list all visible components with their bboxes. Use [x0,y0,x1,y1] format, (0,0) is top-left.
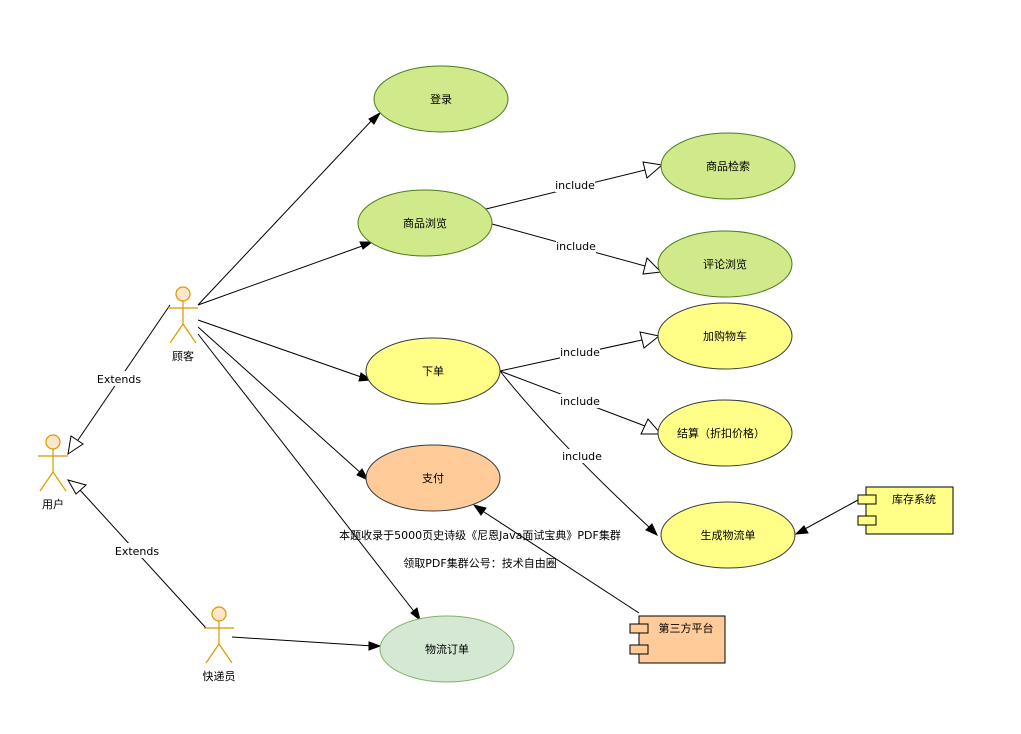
arrowhead-browse [359,241,374,250]
usecase-checkout[interactable] [657,399,793,467]
arrowhead-include-cart [639,331,661,349]
arrowhead-include-review [642,257,663,275]
label-bg [96,371,142,386]
usecase-delivery[interactable] [379,615,515,683]
arrowhead-include-checkout [640,418,663,435]
edge-customer-order [197,319,365,379]
edge-thirdparty-pay [480,509,640,614]
usecase-logistics-order[interactable] [660,501,796,569]
usecase-pay[interactable] [365,444,501,512]
usecase-checkout-label: 结算（折扣价格） [677,426,765,440]
actor-head-icon [211,606,227,622]
arrowhead-inventory [794,525,809,535]
usecase-pay-label: 支付 [422,472,444,485]
label-include-logistics: include [562,450,602,463]
watermark-line-1: 本题收录于5000页史诗级《尼恩Java面试宝典》PDF集群 [339,528,621,542]
label-include-checkout: include [560,395,600,408]
arrowhead-include-search [642,161,664,179]
label-bg [560,345,600,359]
component-port-icon [857,494,877,505]
edge-include-logistics [499,370,651,529]
label-bg [556,239,596,253]
actor-courier-label: 快递员 [203,669,236,683]
component-third-party-box [638,615,726,664]
actor-user[interactable] [38,434,68,492]
label-bg [560,394,600,408]
watermark-line-2: 领取PDF集群公号：技术自由圈 [403,556,556,570]
component-port-icon [629,623,649,634]
actor-customer[interactable] [168,286,198,344]
actor-head-icon [175,286,191,302]
usecase-order[interactable] [365,337,501,405]
component-inventory-box [865,486,954,535]
actor-user-label: 用户 [42,497,64,511]
actor-customer-label: 顾客 [172,349,194,363]
usecase-login[interactable] [373,65,509,133]
component-third-party[interactable] [629,615,726,664]
component-third-party-label: 第三方平台 [659,621,714,635]
label-extends-courier: Extends [115,545,159,558]
actor-courier[interactable] [204,606,234,664]
usecase-order-label: 下单 [422,365,444,378]
usecase-add-cart[interactable] [657,302,793,370]
label-include-cart: include [560,346,600,359]
edge-customer-login [197,117,375,306]
usecase-add-cart-label: 加购物车 [703,329,747,343]
edge-customer-pay [197,326,363,475]
edge-customer-browse [197,244,366,306]
label-bg [114,543,160,558]
label-extends-customer: Extends [97,373,141,386]
usecase-browse-label: 商品浏览 [403,216,447,230]
arrowhead-extends-courier [66,479,88,495]
usecase-delivery-label: 物流订单 [425,642,469,656]
component-port-icon [629,644,649,655]
arrowhead-extends-customer [67,435,84,456]
usecase-review-label: 评论浏览 [703,257,747,271]
usecase-search[interactable] [660,132,796,200]
component-inventory[interactable] [857,486,954,535]
arrowhead-include-logistics [645,523,659,537]
edge-extends-courier-user [79,489,207,629]
label-bg [555,178,595,192]
component-inventory-label: 库存系统 [892,492,936,506]
edge-inventory-logistics [802,499,859,531]
arrowhead-login [368,111,382,125]
arrowhead-delivery [410,607,421,622]
arrowhead-courier-delivery [368,641,382,651]
label-include-search: include [555,179,595,192]
label-include-review: include [556,240,596,253]
component-port-icon [857,515,877,526]
label-bg [562,449,602,463]
usecase-review[interactable] [657,230,793,298]
usecase-search-label: 商品检索 [706,159,750,173]
arrowhead-thirdparty [472,504,487,516]
actor-head-icon [45,434,61,450]
usecase-login-label: 登录 [430,92,452,106]
usecase-browse[interactable] [357,189,493,257]
edge-customer-delivery [197,333,417,615]
edge-courier-delivery [231,636,374,647]
arrowhead-pay [356,468,370,482]
usecase-logistics-order-label: 生成物流单 [701,528,756,542]
